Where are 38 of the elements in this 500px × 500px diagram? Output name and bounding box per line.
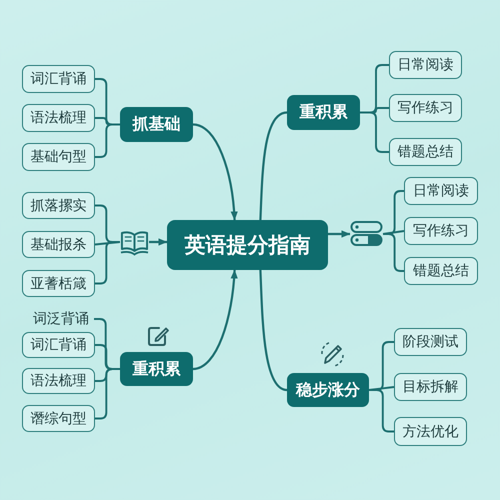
topic-box: 亚蓍栝箴 xyxy=(22,270,95,297)
stack-icon xyxy=(350,220,383,248)
topic-text: 词泛背诵 xyxy=(28,310,94,328)
connector xyxy=(259,111,288,220)
topic-box: 错题总结 xyxy=(404,257,478,285)
topic-box: 日常阅读 xyxy=(404,177,478,205)
topic-box: 谮综句型 xyxy=(22,405,95,432)
topic-box: 目标拆解 xyxy=(394,373,467,401)
topic-box: 词汇背诵 xyxy=(22,65,95,93)
connector xyxy=(369,389,394,432)
connector xyxy=(95,241,120,284)
connector xyxy=(383,233,404,272)
branch-box: 抓基础 xyxy=(120,107,193,142)
topic-box: 日常阅读 xyxy=(389,51,462,79)
connector xyxy=(95,368,120,420)
connector xyxy=(382,230,404,235)
arrow xyxy=(149,238,168,246)
topic-box: 抓落摞实 xyxy=(22,192,95,219)
topic-box: 写作练习 xyxy=(404,217,478,245)
arrow xyxy=(328,230,350,238)
topic-box: 基础报杀 xyxy=(22,231,95,258)
connector xyxy=(95,124,120,158)
topic-box: 词汇背诵 xyxy=(22,332,95,358)
topic-box: 语法梳理 xyxy=(22,104,95,132)
topic-box: 语法梳理 xyxy=(22,368,95,394)
topic-box: 写作练习 xyxy=(389,94,462,122)
topic-box: 错题总结 xyxy=(389,138,462,166)
connector xyxy=(259,270,288,392)
branch-box: 重积累 xyxy=(287,95,360,130)
connector xyxy=(368,386,394,391)
arrow xyxy=(192,123,238,220)
topic-box: 阶段测试 xyxy=(394,328,467,356)
central-topic-box: 英语提分指南 xyxy=(167,220,328,270)
topic-box: 方法优化 xyxy=(394,417,467,446)
arrow xyxy=(192,270,238,370)
branch-box: 稳步涨分 xyxy=(287,373,369,407)
branch-box: 重积累 xyxy=(120,352,193,386)
topic-box: 基础句型 xyxy=(22,143,95,171)
